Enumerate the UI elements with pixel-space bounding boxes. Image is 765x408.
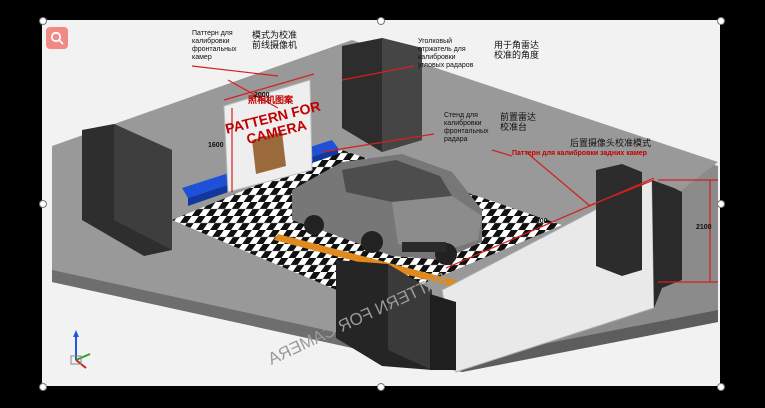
radar-stand-box <box>252 132 286 174</box>
car-model <box>292 154 482 265</box>
radar-stand-label-ru: Стенд для калибровки фронтальных радара <box>444 112 489 143</box>
resize-handle-right[interactable] <box>717 200 725 208</box>
rear-pattern-label-ru: Паттерн для калибровки задних камер <box>512 150 647 157</box>
resize-handle-top-left[interactable] <box>39 17 47 25</box>
right-wall-block <box>596 164 642 276</box>
orange-rail <box>274 234 462 288</box>
dimension-front-height: 1600 <box>208 142 224 149</box>
resize-handle-bottom-left[interactable] <box>39 383 47 391</box>
corner-label-cn: 用于角雷达 校准的角度 <box>494 40 540 60</box>
right-far-wall <box>652 180 682 308</box>
calibration-scene <box>52 38 718 373</box>
magnifier-icon <box>50 31 64 45</box>
rear-mode-label-cn: 后置摄像头校准模式 <box>570 138 652 148</box>
dimension-front-width: 2000 <box>254 92 270 99</box>
front-pattern-label-ru: Паттерн для калибровки фронтальных камер <box>192 30 237 61</box>
front-pillar-2 <box>430 294 456 370</box>
corner-reflector-label-ru: Уголковый отржатель для калибровки углов… <box>418 38 474 69</box>
search-button[interactable] <box>46 27 68 49</box>
pattern-label-cn: 照相机图案 <box>248 95 294 105</box>
resize-handle-left[interactable] <box>39 200 47 208</box>
resize-handle-top-right[interactable] <box>717 17 725 25</box>
dimension-rear-height: 2100 <box>696 224 712 231</box>
viewport-3d[interactable]: Паттерн для калибровки фронтальных камер… <box>42 20 720 386</box>
xyz-axis-triad-icon <box>70 330 91 369</box>
front-mode-label-cn: 模式为校准 前线摄像机 <box>252 30 298 50</box>
resize-handle-top[interactable] <box>377 17 385 25</box>
resize-handle-bottom[interactable] <box>377 383 385 391</box>
annotation-lines <box>191 65 718 283</box>
radar-label-cn: 前置雷达 校准台 <box>500 112 537 132</box>
resize-handle-bottom-right[interactable] <box>717 383 725 391</box>
dimension-rear-width: 5000 <box>532 218 548 225</box>
